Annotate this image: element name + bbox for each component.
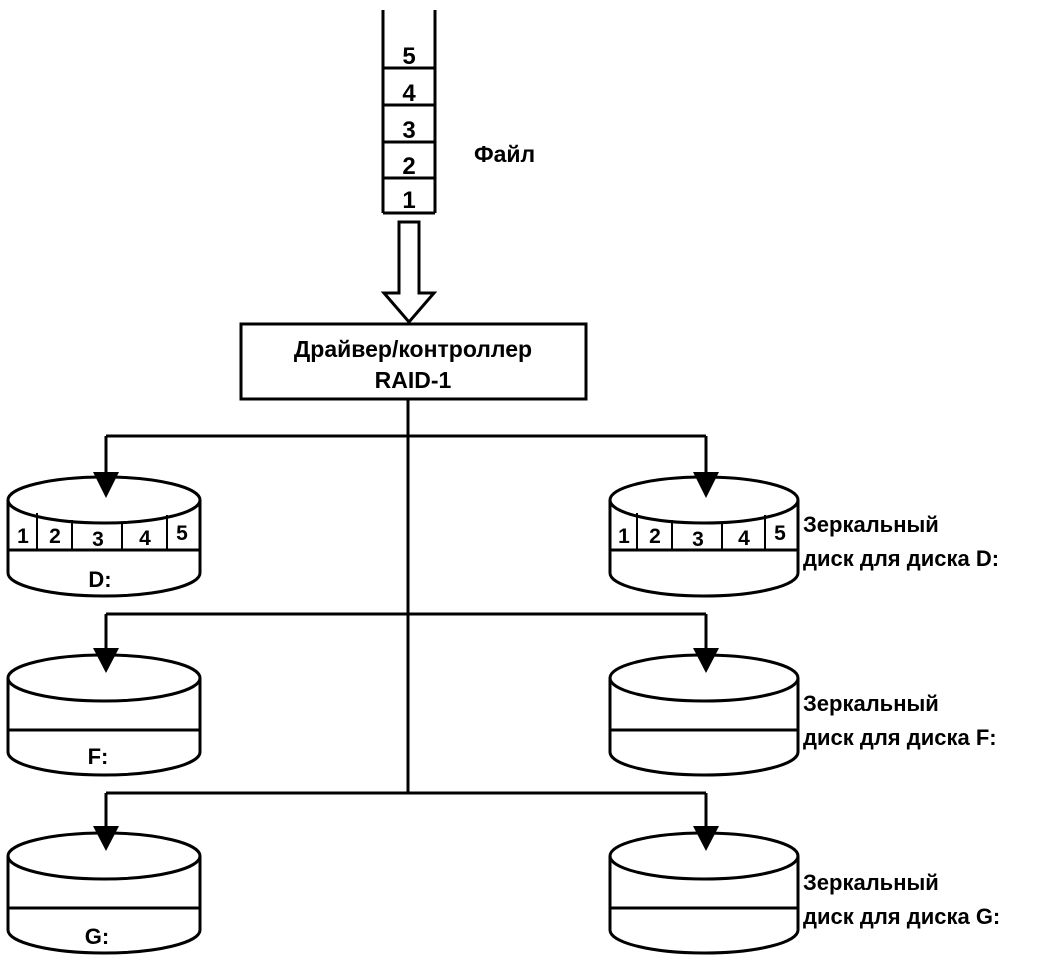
disk-cylinder-body (6, 678, 202, 777)
disk-block-label: 2 (649, 525, 661, 548)
file-block-label: 5 (402, 43, 415, 70)
controller-label-line1: Драйвер/контроллер (294, 336, 532, 362)
controller-label-line2: RAID-1 (375, 367, 452, 393)
mirror-label-g-line1: Зеркальный (803, 870, 939, 895)
disk-f: F: (6, 653, 202, 777)
disk-top (6, 475, 202, 525)
mirror-label-g-line2: диск для диска G: (803, 904, 1000, 929)
disk-block-label: 3 (692, 528, 704, 551)
connection-lines (93, 399, 719, 851)
mirror-disk-f (608, 653, 800, 777)
disk-block-label: 1 (618, 525, 630, 548)
arrowhead-g (93, 826, 119, 851)
disk-top (6, 831, 202, 881)
disk-cylinder-body (608, 678, 800, 777)
disk-block-label: 4 (139, 527, 151, 550)
disk-block-label: 2 (49, 525, 61, 548)
disk-cylinder-body (608, 500, 800, 598)
file-block-label: 4 (402, 80, 416, 107)
disk-top (608, 831, 800, 881)
file-block-label: 1 (402, 187, 415, 214)
mirror-disk-g (608, 831, 800, 955)
disk-cylinder-body (6, 856, 202, 955)
hollow-down-arrow (380, 220, 438, 325)
arrowhead-f (93, 648, 119, 673)
disk-cylinder-body (6, 500, 202, 598)
disk-label: F: (88, 744, 109, 769)
controller-box (239, 322, 588, 401)
disk-block-label: 3 (92, 528, 104, 551)
arrowhead-mirror-f (693, 648, 719, 673)
mirror-label-d-line1: Зеркальный (803, 512, 939, 537)
disk-label: G: (85, 924, 109, 949)
arrowhead-mirror-g (693, 826, 719, 851)
file-stack: 5 4 3 2 1 (381, 10, 437, 215)
disk-block-label: 5 (176, 522, 188, 545)
disk-g: G: (6, 831, 202, 955)
disk-top (608, 653, 800, 703)
file-block-label: 2 (402, 153, 415, 180)
file-block-label: 3 (402, 117, 415, 144)
disk-block-label: 1 (17, 525, 29, 548)
disk-top (6, 653, 202, 703)
disk-top (608, 475, 800, 525)
disk-cylinder-body (608, 856, 800, 955)
disk-label: D: (88, 567, 111, 592)
disk-block-label: 5 (774, 522, 786, 545)
disk-d: 1 2 3 4 5 D: (6, 475, 202, 598)
mirror-label-f-line1: Зеркальный (803, 691, 939, 716)
file-label: Файл (474, 141, 535, 167)
mirror-label-d-line2: диск для диска D: (803, 546, 999, 571)
mirror-label-f-line2: диск для диска F: (803, 725, 997, 750)
disk-block-label: 4 (738, 527, 750, 550)
mirror-disk-d: 1 2 3 4 5 (608, 475, 800, 598)
